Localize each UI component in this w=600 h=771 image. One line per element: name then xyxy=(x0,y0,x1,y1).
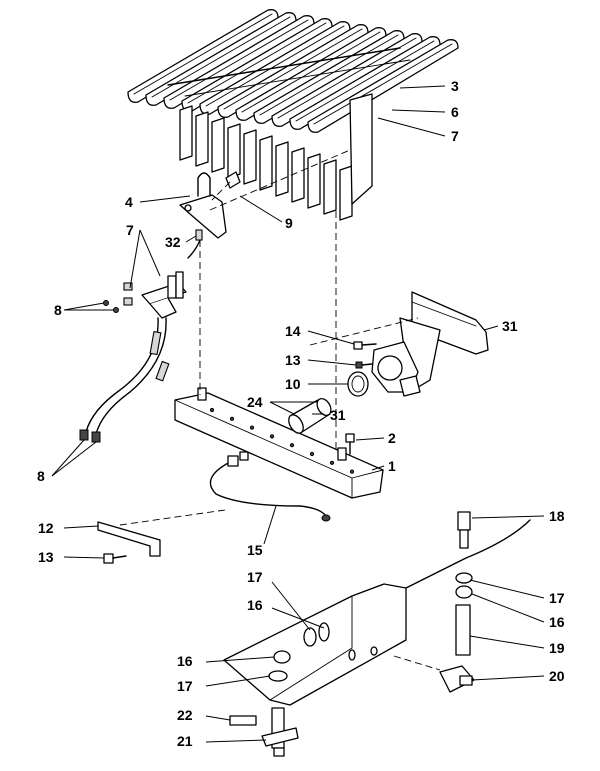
burner-tube-slot xyxy=(295,40,435,122)
nozzle-sleeve xyxy=(288,397,332,434)
burner-tube-body xyxy=(323,159,337,215)
burner-tube-slot xyxy=(277,37,417,119)
burner-tube-body xyxy=(259,135,273,191)
electrode-assembly xyxy=(79,271,187,443)
burner-tube xyxy=(307,39,459,133)
callout-5: 6 xyxy=(451,104,459,120)
burner-tube-body xyxy=(275,141,289,197)
callout-18: 18 xyxy=(549,508,565,524)
burner-tube-body xyxy=(227,123,241,179)
supply-pipe xyxy=(405,519,531,589)
screw-part-14 xyxy=(353,341,377,350)
callout-10: 10 xyxy=(285,376,301,392)
callout-labels: 3 6 7 4 9 32 7 8 8 14 13 10 24 31 2 1 31… xyxy=(37,78,565,749)
callout-16-lower: 16 xyxy=(177,653,193,669)
alignment-lines xyxy=(119,149,441,671)
burner-tube-slot xyxy=(133,13,273,95)
burner-tube-body xyxy=(179,105,193,161)
screw-part-13-lower xyxy=(103,553,127,564)
callout-31: 31 xyxy=(502,318,518,334)
callout-17-upper: 17 xyxy=(247,569,263,585)
fitting-part-22 xyxy=(229,715,257,726)
bottom-bracket-plate xyxy=(223,583,407,706)
burner-tube-slot xyxy=(313,43,453,125)
manifold-jet-hole xyxy=(229,416,235,421)
burner-tube-slot xyxy=(169,19,309,101)
burner-tube-body xyxy=(339,165,353,221)
screw-part-2 xyxy=(345,433,355,455)
valve-part-21 xyxy=(261,707,299,757)
burner-tube-slot xyxy=(241,31,381,113)
burner-tube-body xyxy=(307,153,321,209)
callout-16-right: 16 xyxy=(549,614,565,630)
burner-tube-body xyxy=(243,129,257,185)
burner-tube-body xyxy=(211,117,225,173)
callout-9: 9 xyxy=(285,215,293,231)
callout-13-upper: 13 xyxy=(285,352,301,368)
pilot-bracket xyxy=(179,171,241,239)
gas-line xyxy=(209,451,331,522)
fitting-part-20 xyxy=(439,665,475,693)
plug-part-32 xyxy=(187,229,203,259)
manifold-jet-hole xyxy=(309,451,315,457)
callout-15: 15 xyxy=(247,542,263,558)
callout-7-upper: 7 xyxy=(126,222,134,238)
manifold-bar xyxy=(174,387,384,499)
callout-24: 31 xyxy=(330,407,346,423)
burner-tube-body xyxy=(195,111,209,167)
burner-tube-slot xyxy=(223,28,363,110)
callout-13-lower: 13 xyxy=(38,549,54,565)
fitting-column-right xyxy=(455,511,473,656)
clip-strip xyxy=(97,521,161,557)
callout-1: 1 xyxy=(388,458,396,474)
callout-19: 19 xyxy=(549,640,565,656)
callout-21: 21 xyxy=(177,733,193,749)
callout-14: 14 xyxy=(285,323,301,339)
burner-tube-slot xyxy=(187,22,327,104)
burner-tube-assembly xyxy=(127,9,459,221)
manifold-jet-hole xyxy=(349,469,355,474)
callout-32: 32 xyxy=(165,234,181,250)
manifold-jet-hole xyxy=(269,434,275,439)
callout-23: 24 xyxy=(247,394,263,410)
callout-17-lower: 17 xyxy=(177,678,193,694)
leader-lines xyxy=(51,85,545,743)
burner-tube-slot xyxy=(259,34,399,116)
callout-8: 8 xyxy=(37,468,45,484)
burner-tube-body xyxy=(291,147,305,203)
callout-4: 4 xyxy=(125,194,133,210)
burner-tube-slot xyxy=(205,25,345,107)
manifold-jet-hole xyxy=(289,443,295,448)
callout-2: 2 xyxy=(388,430,396,446)
callout-20: 20 xyxy=(549,668,565,684)
manifold-jet-hole xyxy=(249,425,255,430)
callout-3: 3 xyxy=(451,78,459,94)
callout-22: 22 xyxy=(177,707,193,723)
callout-16-upper: 16 xyxy=(247,597,263,613)
callout-6: 7 xyxy=(451,128,459,144)
callout-12: 12 xyxy=(38,520,54,536)
mounting-casting xyxy=(371,291,489,397)
sealing-ring xyxy=(347,371,369,397)
manifold-jet-hole xyxy=(209,407,215,413)
manifold-jet-hole xyxy=(329,460,335,465)
callout-17-right: 17 xyxy=(549,590,565,606)
callout-7-lower: 8 xyxy=(54,302,62,318)
screw-part-13-upper xyxy=(355,361,373,369)
